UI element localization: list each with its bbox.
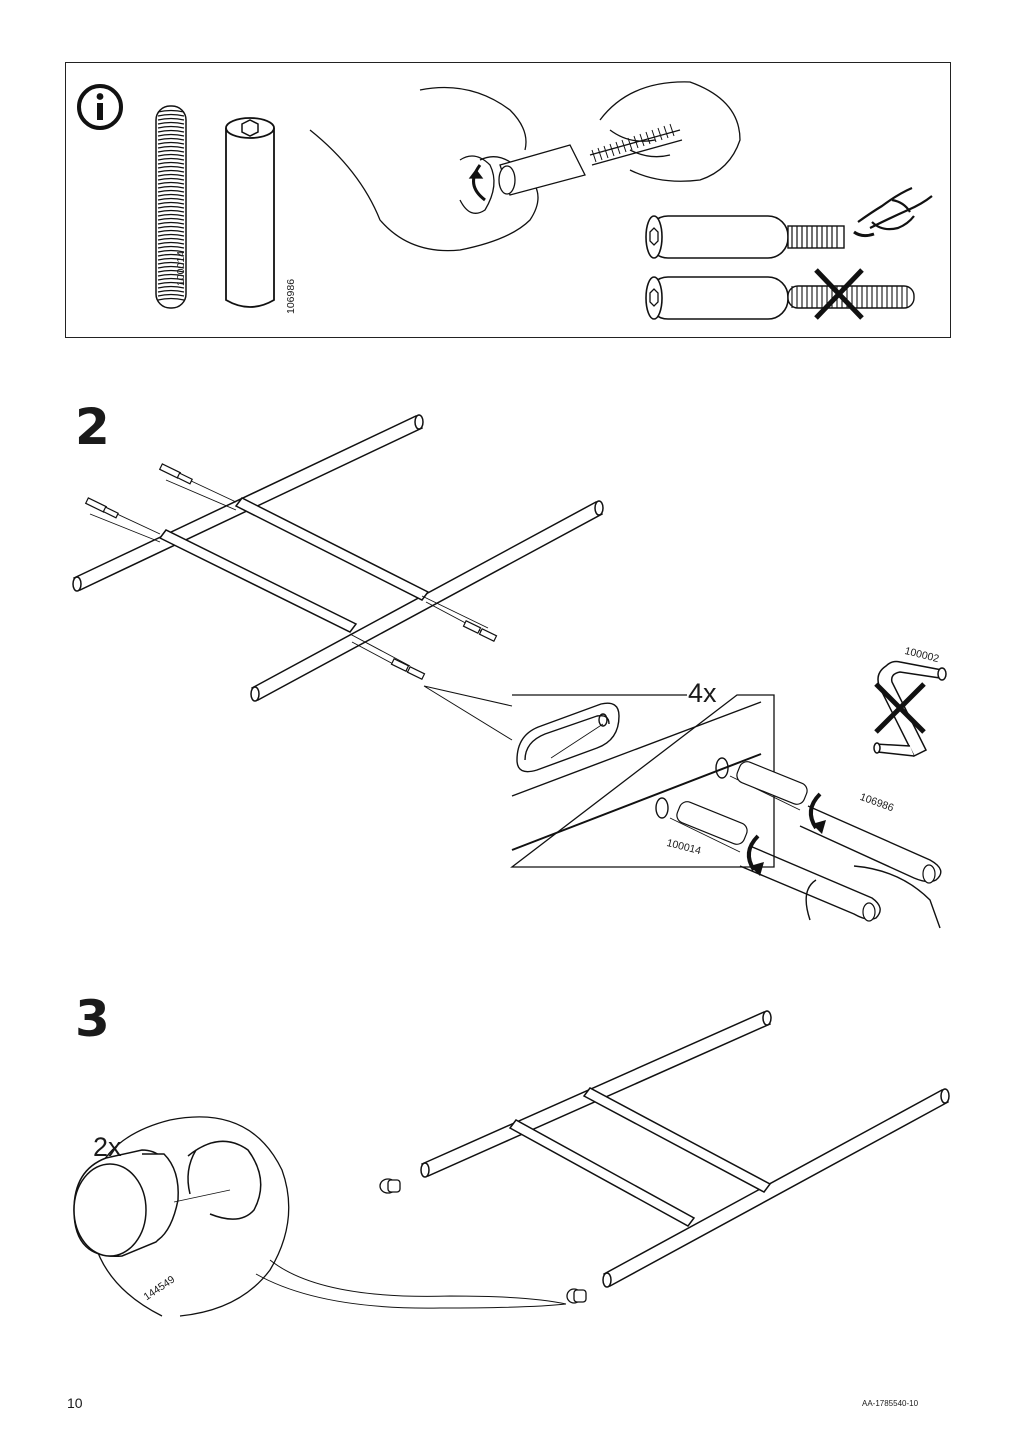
- detail-quantity: 4x: [688, 678, 717, 708]
- ladder-frame-step3-illustration: [379, 1010, 950, 1304]
- part-number-label: 106986: [285, 278, 297, 314]
- correct-assembly-illustration: [645, 215, 845, 259]
- ladder-frame-step2-illustration: [72, 414, 604, 702]
- part-number-label: 100014: [175, 250, 187, 286]
- incorrect-assembly-illustration: [645, 276, 915, 320]
- step-number: 2: [75, 398, 110, 456]
- info-panel: [65, 62, 951, 338]
- info-icon: [77, 84, 123, 130]
- hands-assembly-illustration: [309, 81, 741, 252]
- detail-quantity: 2x: [93, 1132, 122, 1162]
- document-id: AA-1785540-10: [862, 1399, 919, 1408]
- do-not-cross-icon: [814, 268, 864, 320]
- hand-tighten-icon: [853, 186, 933, 238]
- connector-insertion-illustration: [655, 757, 942, 929]
- allen-key-not-used-icon: [873, 660, 947, 758]
- page-number: 10: [67, 1395, 83, 1411]
- step-number: 3: [75, 990, 110, 1048]
- threaded-rod-icon: /* decorative threads drawn below */: [155, 105, 187, 309]
- barrel-connector-icon: [225, 117, 275, 308]
- detail-box: [510, 694, 775, 868]
- detail-leader-line: [423, 685, 513, 741]
- end-cap-detail-circle: [73, 1116, 567, 1317]
